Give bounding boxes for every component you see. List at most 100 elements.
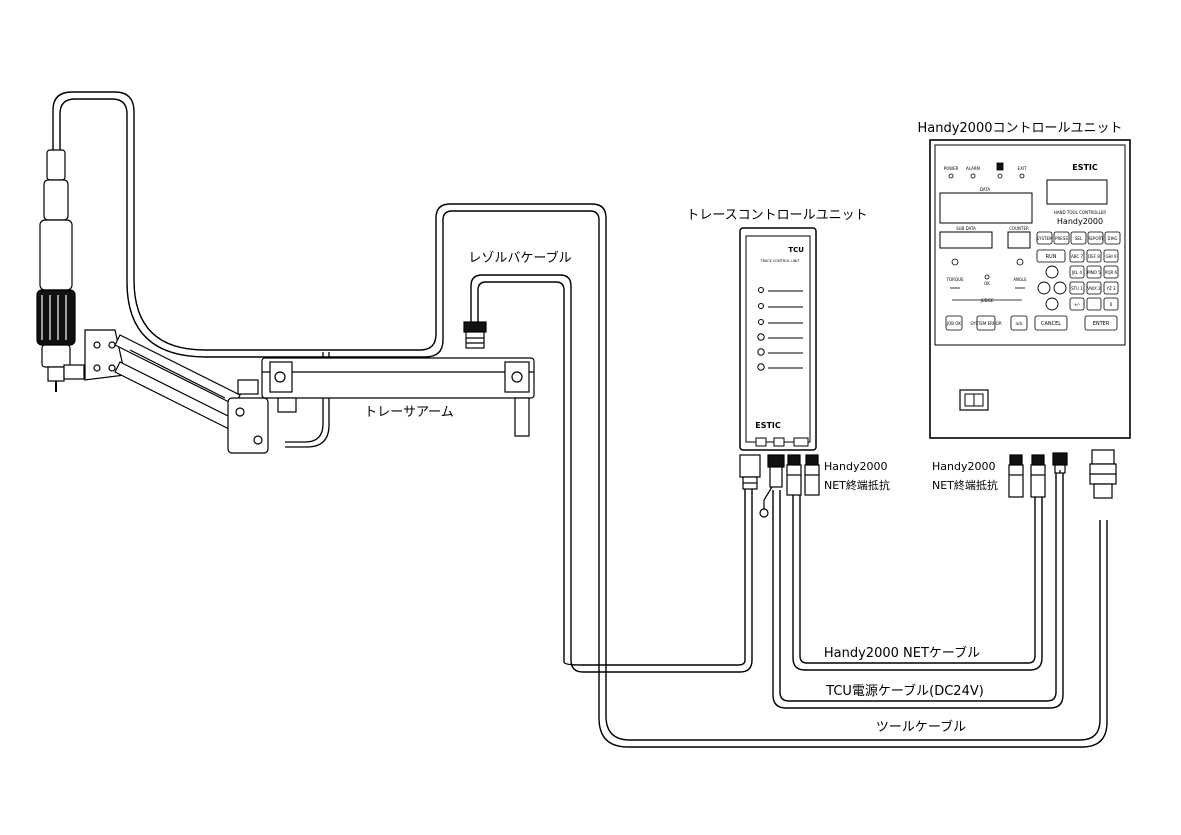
key-ack-label: ack — [1016, 321, 1024, 326]
power-cable-label: TCU電源ケーブル(DC24V) — [825, 683, 984, 699]
key-dot[interactable] — [1086, 297, 1102, 311]
tcu-subtitle: TRACE CONTROL UNIT — [759, 259, 800, 263]
run-label: RUN — [1046, 254, 1057, 260]
key-report-label: REPORT — [1088, 236, 1104, 241]
key-3-label: YZ 3 — [1106, 286, 1116, 291]
indicator-exit: EXIT — [1018, 166, 1027, 171]
controller-model: Handy2000 — [1057, 217, 1103, 226]
arm-hose — [285, 352, 330, 448]
key-plusminus-label: +/- — [1074, 302, 1081, 307]
key-5[interactable] — [1086, 265, 1102, 279]
data-label: DATA — [980, 187, 991, 192]
key-7[interactable] — [1069, 249, 1085, 263]
key-4[interactable] — [1069, 265, 1085, 279]
tcu-model: TCU — [788, 246, 804, 254]
net-cable-label: Handy2000 NETケーブル — [824, 645, 980, 661]
key-5-label: MNO 5 — [1087, 270, 1101, 275]
key-system-error[interactable] — [976, 315, 996, 331]
key-cancel[interactable] — [1034, 315, 1068, 331]
key-job-ok[interactable] — [945, 315, 963, 331]
resolver-connector-icon — [463, 321, 487, 349]
tcu-brand: ESTIC — [755, 421, 781, 430]
key-9-label: GHI 9 — [1105, 254, 1117, 259]
key-7-label: ABC 7 — [1071, 254, 1083, 259]
key-8[interactable] — [1086, 249, 1102, 263]
controller-subtitle: HAND TOOL CONTROLLER — [1054, 210, 1107, 215]
net-term-right-line1: Handy2000 — [932, 460, 995, 473]
tool-cable-label: ツールケーブル — [876, 719, 966, 735]
arrow-keys — [1037, 265, 1067, 311]
data-display — [939, 192, 1033, 224]
key-sel-label: SEL — [1075, 236, 1083, 241]
key-dot-label: . — [1093, 302, 1094, 307]
key-3[interactable] — [1103, 281, 1119, 295]
key-cancel-label: CANCEL — [1041, 321, 1061, 327]
net-cable — [792, 495, 1043, 671]
resolver-cable-label: レゾルバケーブル — [468, 250, 571, 266]
tcu-connectors — [739, 454, 820, 518]
function-keys — [1036, 231, 1121, 245]
key-press-label: PRESS — [1055, 236, 1068, 241]
key-0-label: 0 — [1110, 302, 1113, 307]
judge-indicators — [950, 258, 1025, 301]
arrow-down-icon[interactable] — [1045, 297, 1059, 311]
key-sel[interactable] — [1070, 231, 1087, 245]
arrow-left-icon[interactable] — [1037, 281, 1051, 295]
judge-label: JUDGE — [980, 298, 994, 303]
indicator-power: POWER — [944, 166, 959, 171]
tcu-indicator-list — [757, 287, 803, 371]
handy2000-control-unit: POWER ALARM EXIT ESTIC DATA HAND TOOL CO… — [929, 139, 1131, 439]
controller-indicators — [948, 162, 1025, 179]
angle-label: ANGLE — [1013, 277, 1027, 282]
controller-brand: ESTIC — [1072, 163, 1098, 172]
indicator-alarm: ALARM — [966, 166, 981, 171]
key-diag[interactable] — [1104, 231, 1121, 245]
key-diag-label: DIAG — [1107, 236, 1117, 241]
key-0[interactable] — [1103, 297, 1119, 311]
numeric-keypad — [1069, 249, 1119, 311]
ok-label: OK — [984, 281, 990, 286]
run-button[interactable] — [1036, 249, 1066, 263]
net-term-left-line1: Handy2000 — [824, 460, 887, 473]
resolver-cable — [470, 274, 753, 673]
subdata-display — [939, 231, 993, 249]
counter-display — [1046, 179, 1108, 205]
trace-control-unit: TCU TRACE CONTROL UNIT ESTIC — [739, 227, 817, 451]
counter-label: COUNTER — [1009, 226, 1029, 231]
net-term-right-line2: NET終端抵抗 — [932, 478, 998, 492]
controller-connectors — [1008, 449, 1117, 499]
tool-cable-loop-upper — [52, 91, 1108, 748]
arrow-right-icon[interactable] — [1053, 281, 1067, 295]
key-9[interactable] — [1103, 249, 1119, 263]
tracer-arm-label: トレーサアーム — [364, 405, 454, 420]
arrow-up-icon[interactable] — [1045, 265, 1059, 279]
key-report[interactable] — [1087, 231, 1104, 245]
key-2[interactable] — [1086, 281, 1102, 295]
key-job-ok-label: JOB OK — [946, 321, 961, 326]
key-enter[interactable] — [1084, 315, 1118, 331]
power-cable — [772, 470, 1064, 709]
key-system-label: SYSTEM — [1037, 236, 1053, 241]
key-plusminus[interactable] — [1069, 297, 1085, 311]
key-1-label: STU 1 — [1071, 286, 1083, 291]
key-8-label: DEF 8 — [1088, 254, 1100, 259]
key-system[interactable] — [1036, 231, 1053, 245]
trace-unit-title: トレースコントロールユニット — [686, 208, 867, 223]
key-1[interactable] — [1069, 281, 1085, 295]
screwdriver-icon — [36, 149, 85, 392]
key-2-label: VWX 2 — [1087, 286, 1101, 291]
key-enter-label: ENTER — [1093, 321, 1110, 327]
net-term-left-line2: NET終端抵抗 — [824, 478, 890, 492]
key-6-label: PQR 6 — [1105, 270, 1118, 275]
key-ack[interactable] — [1010, 315, 1028, 331]
bottom-keys — [945, 315, 1118, 331]
key-4-label: JKL 4 — [1071, 270, 1082, 275]
counter-small-display — [1007, 231, 1031, 249]
tracer-arm-icon — [84, 329, 535, 454]
key-6[interactable] — [1103, 265, 1119, 279]
subdata-label: SUB.DATA — [956, 226, 976, 231]
key-system-error-label: SYSTEM ERROR — [970, 321, 1001, 326]
torque-label: TORQUE — [946, 277, 964, 282]
key-press[interactable] — [1053, 231, 1070, 245]
